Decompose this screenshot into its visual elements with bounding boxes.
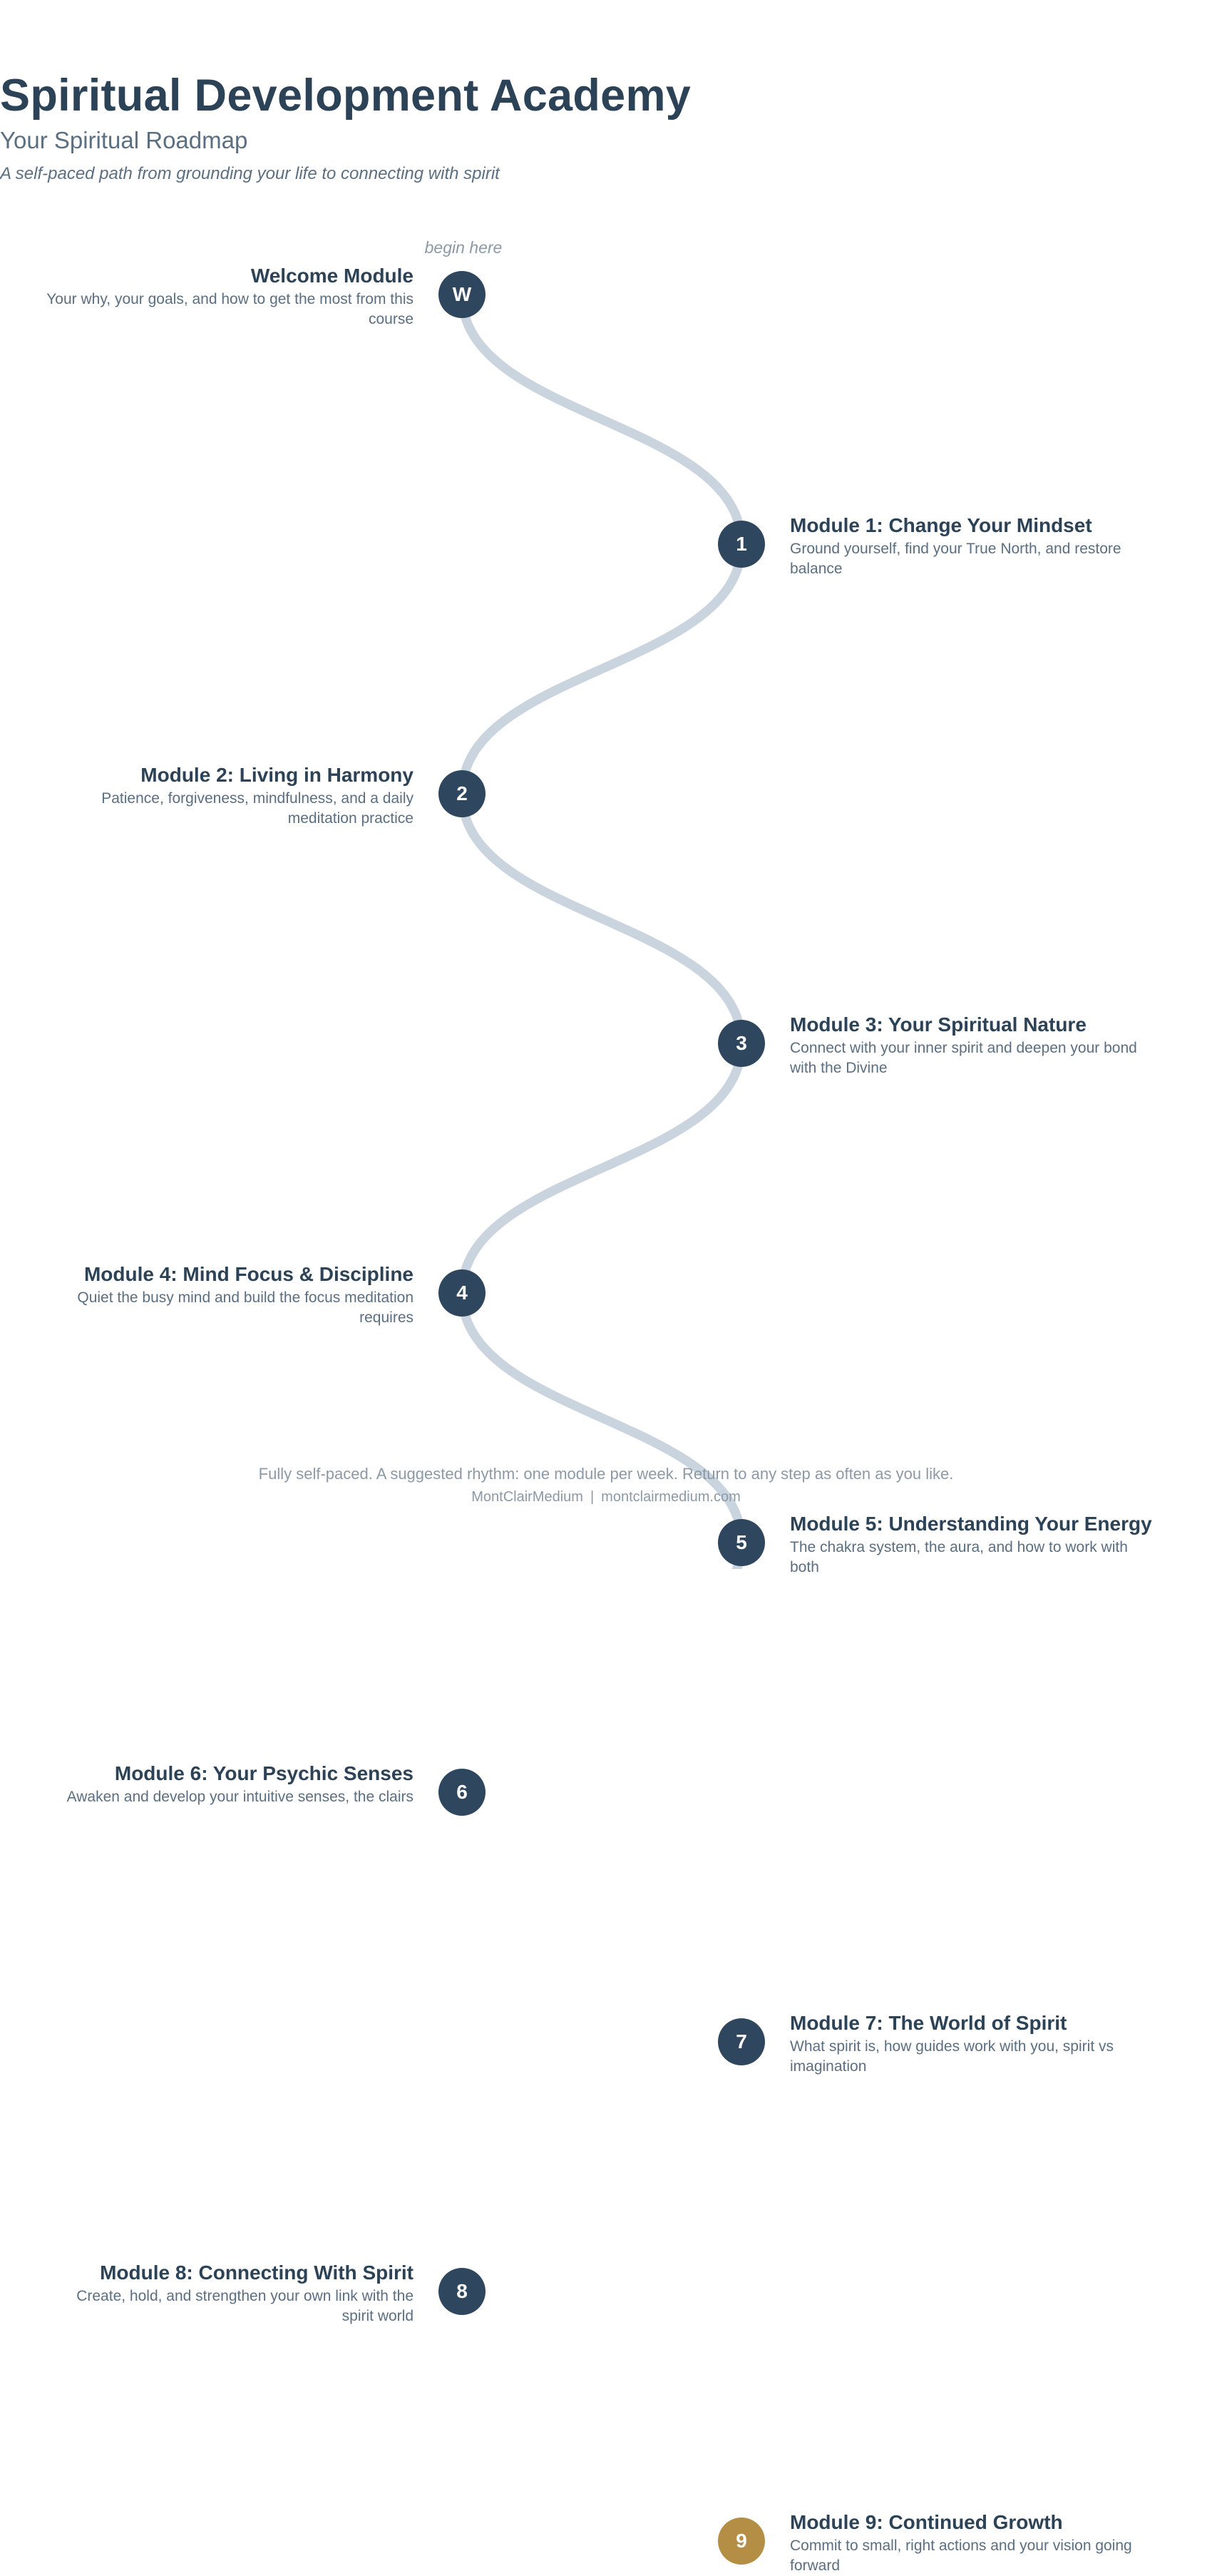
module-title: Module 4: Mind Focus & Discipline: [83, 1263, 414, 1285]
begin-here-label: begin here: [424, 238, 503, 257]
path-segment: [457, 1038, 746, 1298]
module-title: Module 2: Living in Harmony: [140, 764, 414, 786]
module-title: Module 8: Connecting With Spirit: [100, 2261, 414, 2284]
path-segment: [731, 1538, 746, 1569]
module-node-7[interactable]: 7: [718, 2018, 765, 2065]
module-title: Module 3: Your Spiritual Nature: [790, 1013, 1087, 1036]
module-description: Awaken and develop your intuitive senses…: [66, 1789, 414, 1805]
module-title: Module 9: Continued Growth: [790, 2511, 1063, 2533]
module-description: Commit to small, right actions and your …: [790, 2537, 1132, 2574]
module-description: Your why, your goals, and how to get the…: [46, 291, 414, 327]
module-node-2[interactable]: 2: [438, 770, 486, 817]
footer-separator: |: [590, 1489, 595, 1505]
module-title: Welcome Module: [250, 265, 414, 287]
page-title: Spiritual Development Academy: [0, 71, 692, 121]
module-description: What spirit is, how guides work with you…: [790, 2038, 1114, 2075]
module-description: Connect with your inner spirit and deepe…: [790, 1040, 1137, 1076]
module-node-4[interactable]: 4: [438, 1269, 486, 1317]
module-title: Module 1: Change Your Mindset: [790, 514, 1092, 536]
footer-brand-name: MontClairMedium: [471, 1489, 583, 1505]
module-node-1[interactable]: 1: [718, 521, 765, 568]
module-description: Patience, forgiveness, mindfulness, and …: [101, 790, 414, 827]
footer-site: montclairmedium.com: [601, 1489, 741, 1505]
path-segment: [457, 1288, 746, 1548]
page-tagline: A self-paced path from grounding your li…: [0, 164, 500, 183]
roadmap-path: [457, 290, 746, 1569]
module-description: The chakra system, the aura, and how to …: [790, 1539, 1128, 1575]
module-node-5[interactable]: 5: [718, 1519, 765, 1566]
path-segment: [457, 789, 746, 1048]
module-description: Ground yourself, find your True North, a…: [790, 541, 1121, 577]
module-node-3[interactable]: 3: [718, 1020, 765, 1067]
module-title: Module 6: Your Psychic Senses: [114, 1762, 414, 1784]
footer-brand: MontClairMedium | montclairmedium.com: [0, 1489, 1212, 1506]
module-node-8[interactable]: 8: [438, 2268, 486, 2315]
page-subtitle: Your Spiritual Roadmap: [0, 127, 248, 153]
module-title: Module 7: The World of Spirit: [790, 2012, 1067, 2034]
module-description: Create, hold, and strengthen your own li…: [76, 2288, 414, 2324]
module-description: Quiet the busy mind and build the focus …: [77, 1289, 414, 1326]
module-title: Module 5: Understanding Your Energy: [790, 1513, 1152, 1535]
footer-note: Fully self-paced. A suggested rhythm: on…: [258, 1465, 954, 1483]
module-node-6[interactable]: 6: [438, 1769, 486, 1816]
module-node-9[interactable]: 9: [718, 2518, 765, 2565]
path-segment: [457, 539, 746, 799]
path-segment: [457, 290, 746, 549]
module-node-w[interactable]: W: [438, 271, 486, 318]
